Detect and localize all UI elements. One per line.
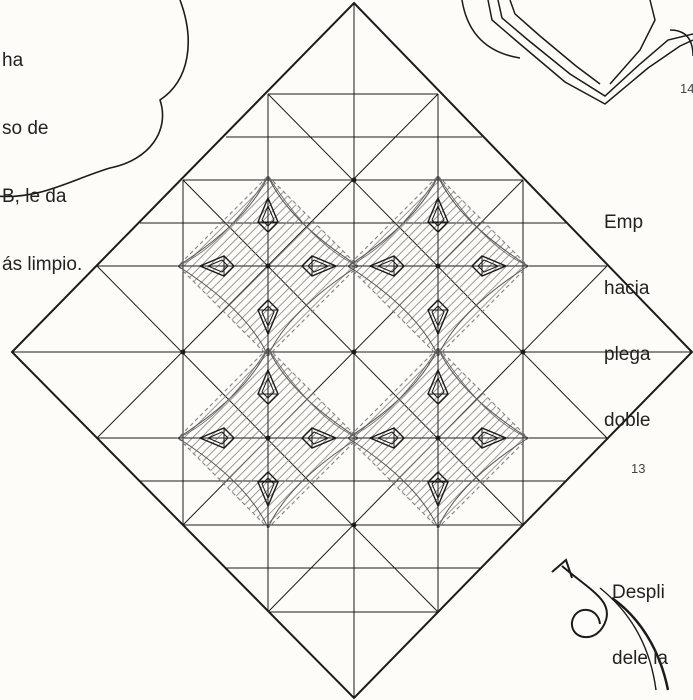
step-number-13: 13 — [631, 458, 645, 480]
instruction-line: Despli — [612, 582, 668, 604]
instruction-line: hacia — [604, 278, 651, 300]
instruction-text-top: Emp hacia plega doble — [604, 168, 651, 454]
previous-step-model — [462, 0, 693, 104]
bubble-line: ha — [2, 50, 82, 72]
instruction-line: doble — [604, 410, 651, 432]
bubble-line: B, le da — [2, 186, 82, 208]
instruction-text-bottom: Despli dele la — [612, 538, 668, 692]
instruction-line: Emp — [604, 212, 651, 234]
step-number-14: 14 — [680, 78, 693, 100]
instruction-line: plega — [604, 344, 651, 366]
bubble-line: so de — [2, 118, 82, 140]
instruction-line: dele la — [612, 648, 668, 670]
bubble-line: ás limpio. — [2, 254, 82, 276]
bubble-text: ha so de B, le da ás limpio. — [2, 6, 82, 298]
